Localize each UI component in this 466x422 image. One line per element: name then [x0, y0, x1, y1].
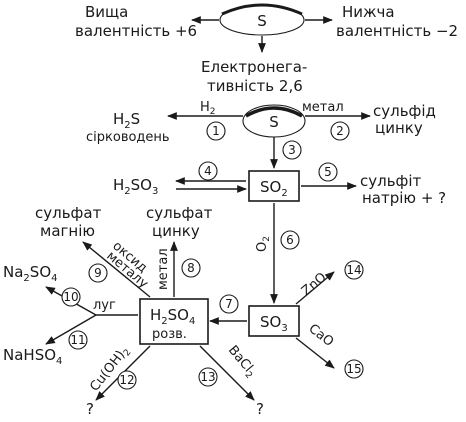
step-8: 8: [181, 258, 201, 278]
step-9: 9: [88, 263, 108, 283]
question-2: ?: [256, 400, 264, 418]
h2-label: H2: [200, 100, 216, 117]
arrow-to-nahso4: [45, 314, 97, 345]
s-arc: [245, 106, 303, 118]
svg-text:14: 14: [346, 263, 361, 277]
nahso4-formula: NaHSO4: [3, 346, 62, 367]
electroneg-line1: Електронега-: [201, 58, 307, 76]
electroneg-line2: тивність 2,6: [207, 77, 303, 95]
so2-box: [248, 170, 300, 202]
step-6: 6: [280, 230, 300, 250]
metal-label-1: метал: [302, 100, 344, 115]
so2-label: SO2: [260, 178, 288, 199]
h2so4-dilute: розв.: [152, 327, 187, 342]
h2so4-box: [139, 298, 209, 345]
zinc-sulfide-line1: сульфід: [373, 102, 436, 120]
lower-valence-line1: Нижча: [342, 3, 395, 21]
top-s-label: S: [257, 12, 267, 30]
step-4: 4: [198, 161, 218, 181]
s-node: S: [242, 104, 306, 138]
lower-valence-line2: валентність −2: [336, 22, 458, 40]
step-5: 5: [318, 162, 338, 182]
alkali-label: луг: [93, 298, 116, 313]
h2so3-formula: H2SO3: [113, 176, 158, 197]
step-15: 15: [344, 359, 364, 379]
h2s-name: сірководень: [86, 130, 170, 145]
step-1: 1: [206, 121, 226, 141]
step-14: 14: [344, 260, 364, 280]
step-10: 10: [61, 287, 81, 307]
zinc-sulfide-line2: цинку: [375, 119, 423, 137]
o2-label: O2: [255, 236, 272, 252]
top-s-arc: [221, 3, 303, 16]
na2so4-formula: Na2SO4: [3, 263, 58, 284]
svg-text:13: 13: [200, 370, 215, 384]
step-12: 12: [117, 370, 137, 390]
arrow-h2so4-bacl2: [199, 345, 255, 401]
svg-text:2: 2: [336, 124, 344, 138]
zn-sulfate-line1: сульфат: [146, 204, 213, 222]
metal-label-2: метал: [156, 248, 171, 290]
arrow-h2so4-mgso4: [82, 241, 151, 298]
zn-sulfate-line2: цинку: [152, 222, 200, 240]
sodium-sulfite-line1: сульфіт: [360, 172, 422, 190]
h2so4-formula: H2SO4: [150, 306, 195, 327]
svg-text:4: 4: [204, 164, 212, 178]
cao-label: CaO: [306, 321, 337, 350]
s-label: S: [269, 113, 279, 131]
svg-text:3: 3: [288, 143, 296, 157]
zno-label: ZnO: [299, 270, 330, 299]
higher-valence-line2: валентність +6: [75, 22, 197, 40]
arrow-so3-cao: [295, 337, 335, 369]
higher-valence-line1: Вища: [85, 3, 128, 21]
question-1: ?: [86, 400, 94, 418]
step-3: 3: [282, 140, 302, 160]
svg-text:7: 7: [225, 297, 233, 311]
so3-label: SO3: [260, 313, 288, 334]
mg-sulfate-line2: магнію: [40, 222, 95, 240]
top-section: S Вища валентність +6 Нижча валентність …: [75, 3, 458, 95]
svg-text:5: 5: [324, 165, 332, 179]
step-2: 2: [330, 121, 350, 141]
svg-text:12: 12: [119, 373, 134, 387]
svg-text:8: 8: [187, 261, 195, 275]
h2s-formula: H2S: [113, 110, 140, 131]
mg-sulfate-line1: сульфат: [35, 204, 102, 222]
svg-text:10: 10: [63, 290, 78, 304]
svg-text:6: 6: [286, 233, 294, 247]
svg-text:9: 9: [94, 266, 102, 280]
step-7: 7: [219, 294, 239, 314]
svg-text:1: 1: [212, 124, 220, 138]
svg-text:11: 11: [70, 333, 85, 347]
svg-text:15: 15: [346, 362, 361, 376]
arrow-so3-zno: [295, 271, 335, 305]
so3-box: [248, 305, 300, 337]
step-13: 13: [198, 367, 218, 387]
step-11: 11: [68, 330, 88, 350]
sodium-sulfite-line2: натрію + ?: [362, 189, 446, 207]
